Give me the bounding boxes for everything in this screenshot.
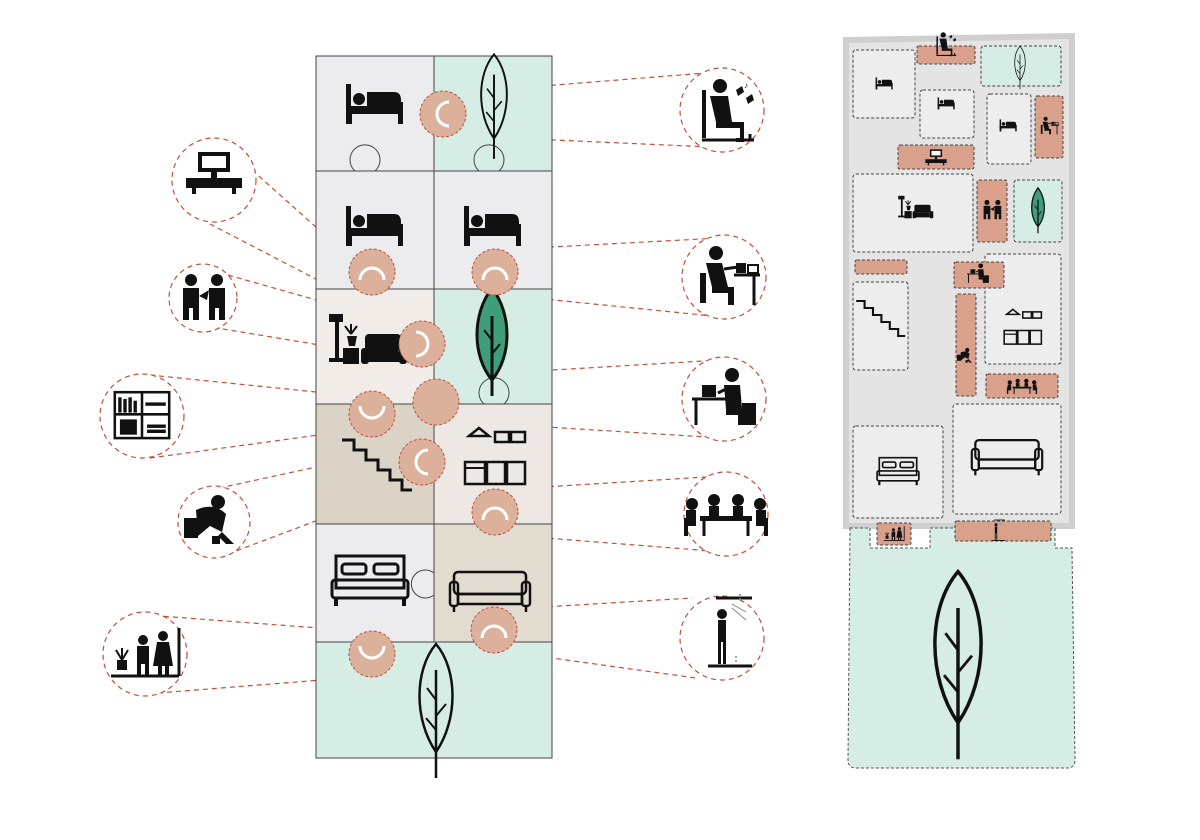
puzzle-tab	[410, 569, 435, 599]
plan-activity-study	[1034, 95, 1064, 159]
node-marker	[348, 630, 396, 678]
puzzle-tab	[473, 144, 505, 172]
plan-stair	[852, 281, 909, 371]
node-marker	[471, 248, 519, 296]
connector-line	[493, 597, 693, 611]
activity-reading-smoking	[679, 67, 765, 153]
plan-activity-standing	[954, 520, 1052, 542]
activity-tv-unit	[171, 137, 257, 223]
node-marker	[471, 488, 519, 536]
floor-plan	[843, 31, 1076, 769]
node-markers	[348, 90, 519, 678]
plan-activity-bookshelf	[854, 259, 908, 275]
plan-activity-dining	[985, 373, 1059, 399]
plan-activity-children	[976, 179, 1008, 243]
activity-study-desk	[681, 234, 767, 320]
node-marker	[348, 390, 396, 438]
activity-family-dining	[682, 471, 770, 557]
node-marker	[398, 320, 446, 368]
connector-line	[493, 649, 697, 679]
activities-right	[679, 67, 770, 681]
puzzle-tabs	[349, 144, 510, 599]
activity-bookshelf	[99, 373, 185, 459]
puzzle-tab	[349, 144, 381, 172]
node-marker	[348, 248, 396, 296]
plan-garden-top	[980, 45, 1062, 87]
node-marker	[419, 90, 467, 138]
plan-garden-bottom	[847, 527, 1076, 769]
plan-activity-crouch	[955, 293, 977, 397]
connector-line	[145, 614, 373, 633]
node-marker	[398, 438, 446, 486]
node-marker	[412, 378, 460, 426]
plan-bedroom	[986, 93, 1032, 165]
plan-master-bedroom	[852, 425, 944, 519]
puzzle-tab	[478, 377, 510, 405]
activity-laptop-work	[681, 356, 767, 442]
activity-children-play	[168, 263, 238, 333]
activity-gardening-family	[102, 611, 188, 697]
activity-standing-person	[679, 592, 765, 681]
node-marker	[470, 606, 518, 654]
activity-crouching-person	[177, 485, 251, 559]
activities-left	[99, 137, 257, 697]
plan-bedroom	[919, 89, 975, 139]
